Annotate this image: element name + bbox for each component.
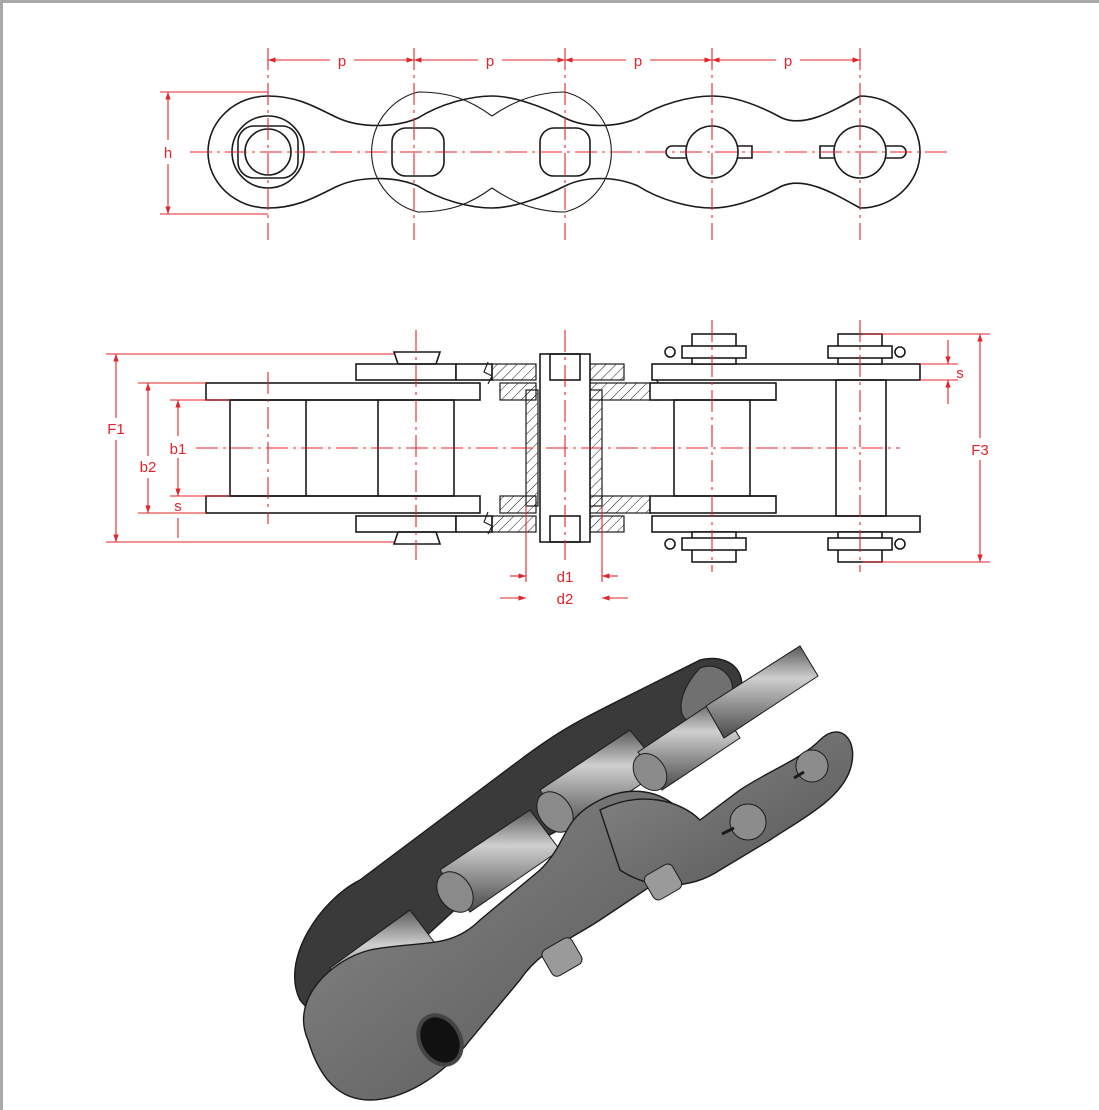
F1-label: F1 xyxy=(107,421,125,438)
inner-plate-top-left xyxy=(205,382,481,401)
d2-label: d2 xyxy=(557,591,574,608)
b2-label: b2 xyxy=(140,459,157,476)
top-section-view: F1 b2 b1 s s xyxy=(106,320,990,608)
b1-label: b1 xyxy=(170,441,187,458)
section-plate-2 xyxy=(589,363,625,381)
inner-plate-top-right xyxy=(649,382,777,401)
break-line-2 xyxy=(483,511,493,535)
break-line-1 xyxy=(483,361,493,385)
section-plate-4 xyxy=(589,515,625,533)
s-label-left: s xyxy=(174,498,182,515)
inner-plate-bottom-right xyxy=(649,495,777,514)
pitch-label-4: p xyxy=(784,53,792,70)
pin-head-bottom xyxy=(392,531,442,545)
pitch-label-2: p xyxy=(486,53,494,70)
pin-head-top xyxy=(392,351,442,365)
front-plate-right xyxy=(599,731,854,886)
pitch-label-3: p xyxy=(634,53,642,70)
frame-top xyxy=(0,0,1099,3)
outer-plate-top-right xyxy=(651,363,921,381)
front-pin-hole xyxy=(416,1013,464,1067)
inner-plate-outline xyxy=(371,91,612,213)
section-plate-3 xyxy=(491,515,537,533)
outer-plate-bottom-left xyxy=(355,515,457,533)
height-label: h xyxy=(164,145,172,162)
iso-pin-heads xyxy=(541,749,829,977)
section-plate-1 xyxy=(491,363,537,381)
side-view: p p p p h xyxy=(160,48,950,240)
outer-plate-top-left xyxy=(355,363,457,381)
outer-plate-bottom-right xyxy=(651,515,921,533)
frame-left xyxy=(0,0,3,1110)
d1-label: d1 xyxy=(557,569,574,586)
pitch-label-1: p xyxy=(338,53,346,70)
isometric-view xyxy=(294,645,854,1101)
inner-plate-bottom-left xyxy=(205,495,481,514)
F3-label: F3 xyxy=(971,442,989,459)
s-label-right: s xyxy=(956,365,964,382)
